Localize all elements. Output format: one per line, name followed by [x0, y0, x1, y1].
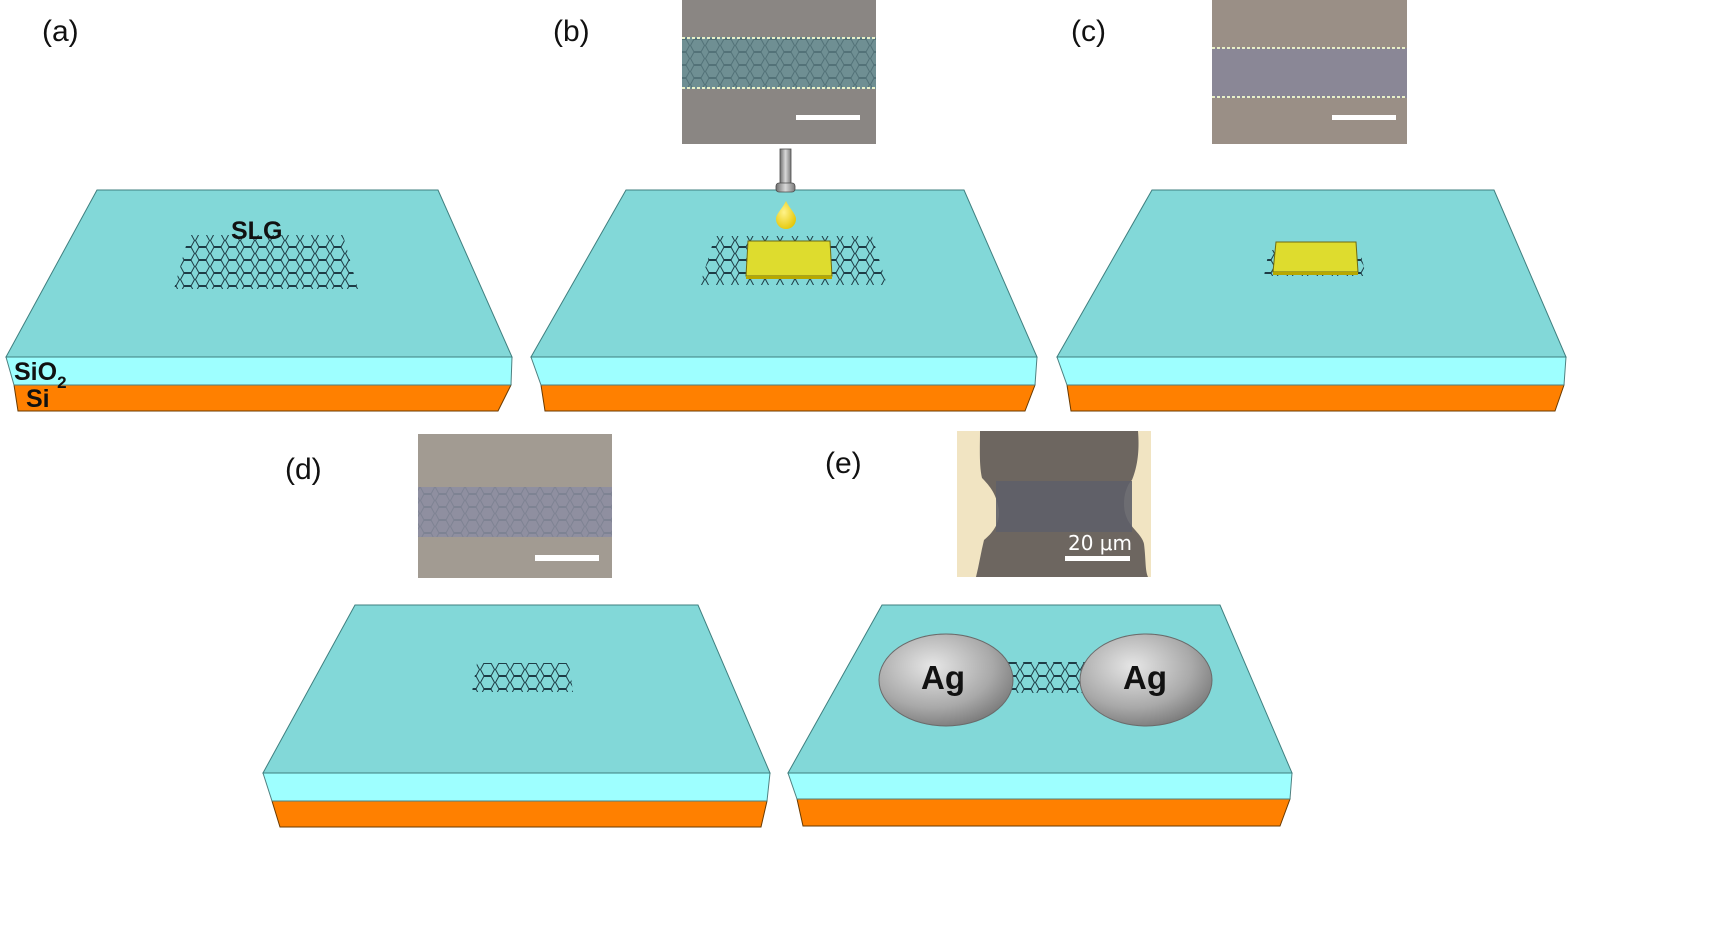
silicon-layer — [1066, 384, 1565, 412]
contact-label: Ag — [1123, 659, 1167, 696]
scale-bar — [1065, 556, 1130, 561]
silicon-layer — [540, 384, 1036, 412]
droplet-icon — [776, 201, 796, 229]
graphene-ribbon — [472, 663, 573, 692]
silver-contact-right: Ag — [1079, 633, 1213, 727]
panel-e: (e) 20 μm Ag Ag — [787, 431, 1293, 827]
panel-label: (e) — [825, 447, 862, 480]
substrate-stack — [1056, 189, 1567, 412]
panel-label: (a) — [42, 15, 79, 48]
micrograph — [682, 0, 876, 144]
scale-bar — [796, 115, 860, 120]
oxide-layer — [1056, 356, 1567, 386]
substrate-stack — [262, 604, 771, 828]
micrograph — [1212, 0, 1407, 144]
oxide-layer — [530, 356, 1038, 386]
graphene-label: SLG — [231, 217, 282, 245]
silicon-label: Si — [26, 385, 50, 413]
silicon-layer — [13, 384, 512, 412]
substrate-stack — [787, 604, 1293, 827]
panel-label: (d) — [285, 453, 322, 486]
panel-b: (b) — [530, 0, 1038, 412]
resist-pad — [1272, 241, 1359, 275]
oxide-layer — [262, 772, 771, 802]
oxide-layer — [787, 772, 1293, 800]
panel-a: (a) SLG SiO2 Si — [5, 15, 513, 413]
silicon-layer — [271, 800, 768, 828]
dispenser-needle-icon — [775, 148, 796, 193]
panel-c: (c) — [1056, 0, 1567, 412]
silver-contact-left: Ag — [878, 633, 1014, 727]
micrograph: 20 μm — [957, 431, 1151, 577]
scale-bar-label: 20 μm — [1068, 531, 1132, 555]
scale-bar — [1332, 115, 1396, 120]
panel-d: (d) — [262, 434, 771, 828]
oxide-label: SiO2 — [14, 358, 67, 392]
panel-label: (b) — [553, 15, 590, 48]
micrograph — [418, 434, 612, 578]
scale-bar — [535, 555, 599, 561]
oxide-layer — [5, 356, 513, 386]
silicon-layer — [796, 798, 1291, 827]
contact-label: Ag — [921, 659, 965, 696]
panel-label: (c) — [1071, 15, 1106, 48]
graphene-ribbon — [998, 662, 1094, 693]
resist-pad — [745, 240, 833, 279]
graphene-sheet — [174, 235, 358, 289]
